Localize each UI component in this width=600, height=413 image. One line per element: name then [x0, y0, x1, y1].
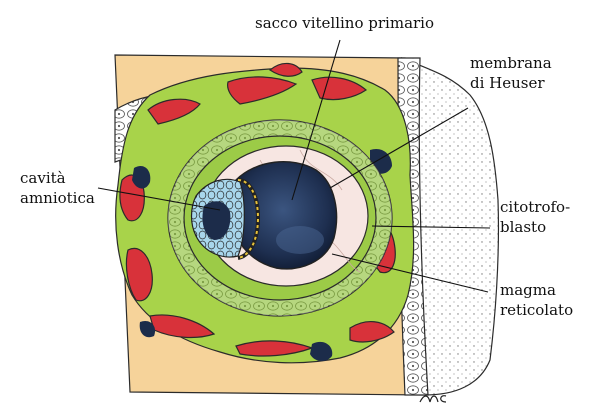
label-citotrofo-line2: blasto — [500, 218, 546, 236]
label-cavita-line2: amniotica — [20, 189, 95, 207]
label-magma-line1: magma — [500, 281, 556, 299]
artist-signature — [420, 396, 446, 402]
label-membrana-line1: membrana — [470, 54, 552, 72]
label-magma-line2: reticolato — [500, 301, 573, 319]
label-cavita-line1: cavità — [20, 169, 66, 187]
label-membrana-line2: di Heuser — [470, 74, 545, 92]
label-sacco-vitellino: sacco vitellino primario — [255, 14, 434, 32]
label-citotrofo-line1: citotrofo- — [500, 198, 570, 216]
